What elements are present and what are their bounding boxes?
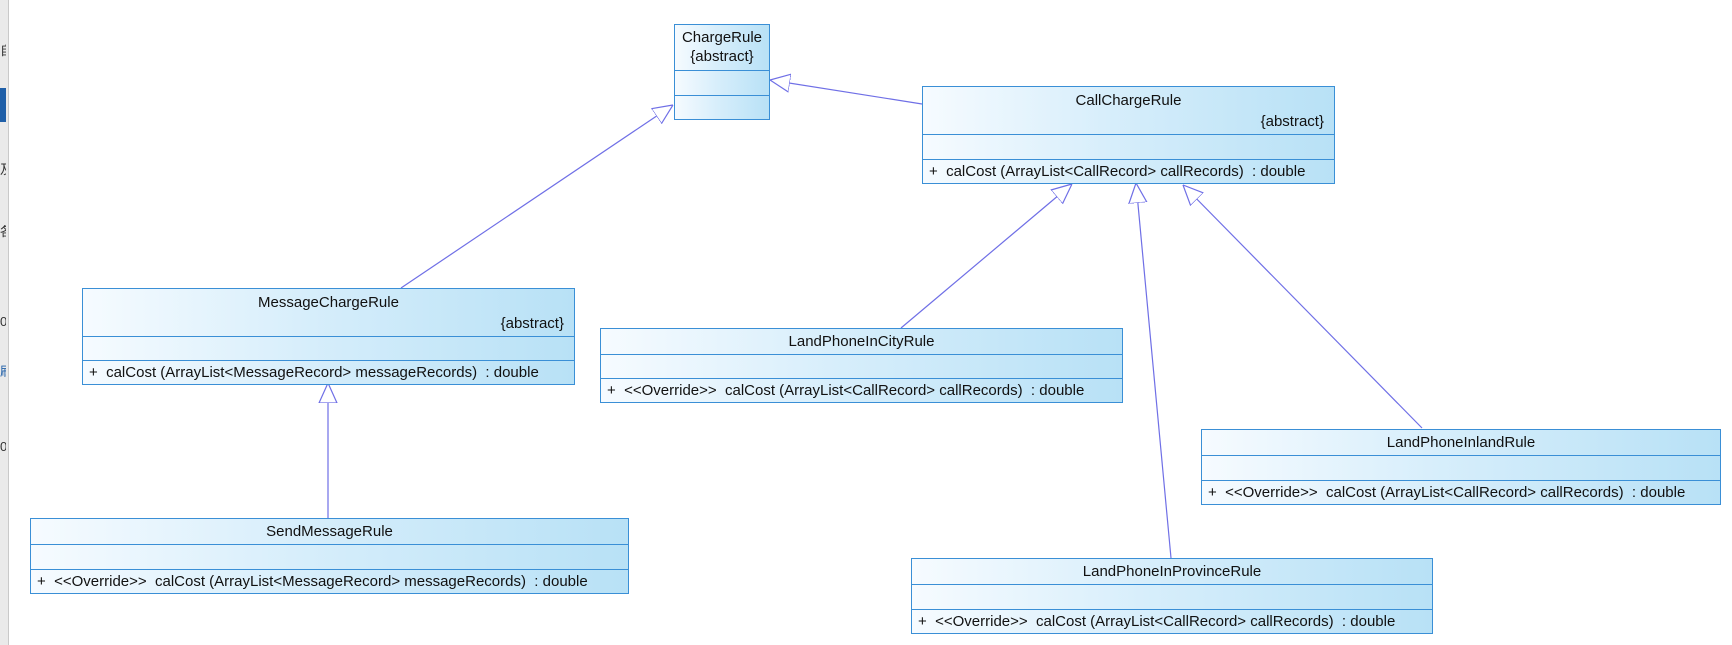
operations-compartment: + <<Override>> calCost (ArrayList<CallRe… bbox=[601, 378, 1122, 402]
operations-compartment: + calCost (ArrayList<MessageRecord> mess… bbox=[83, 360, 574, 384]
class-name: SendMessageRule bbox=[266, 523, 393, 540]
class-stereotype: {abstract} bbox=[1260, 113, 1324, 130]
class-landphoneincityrule[interactable]: LandPhoneInCityRule + <<Override>> calCo… bbox=[600, 328, 1123, 403]
operations-compartment bbox=[675, 95, 769, 119]
class-name: CallChargeRule bbox=[1075, 92, 1182, 109]
class-landphoneinprovincerule[interactable]: LandPhoneInProvinceRule + <<Override>> c… bbox=[911, 558, 1433, 634]
class-sendmessagerule[interactable]: SendMessageRule + <<Override>> calCost (… bbox=[30, 518, 629, 594]
attributes-compartment bbox=[923, 134, 1334, 159]
operation: + <<Override>> calCost (ArrayList<Messag… bbox=[37, 573, 588, 590]
edge-messagechargerule-to-chargerule bbox=[400, 105, 673, 289]
class-header: CallChargeRule {abstract} bbox=[923, 87, 1334, 134]
class-name: MessageChargeRule bbox=[258, 294, 399, 311]
class-header: MessageChargeRule {abstract} bbox=[83, 289, 574, 336]
class-header: LandPhoneInCityRule bbox=[601, 329, 1122, 354]
attributes-compartment bbox=[31, 544, 628, 569]
attributes-compartment bbox=[675, 70, 769, 95]
class-messagechargerule[interactable]: MessageChargeRule {abstract} + calCost (… bbox=[82, 288, 575, 385]
attributes-compartment bbox=[83, 336, 574, 360]
class-stereotype: {abstract} bbox=[690, 48, 754, 65]
operations-compartment: + <<Override>> calCost (ArrayList<CallRe… bbox=[912, 609, 1432, 633]
class-header: LandPhoneInProvinceRule bbox=[912, 559, 1432, 584]
operation: + <<Override>> calCost (ArrayList<CallRe… bbox=[607, 382, 1085, 399]
strip-glyph: 刷 bbox=[0, 365, 6, 379]
strip-glyph: 及 bbox=[0, 163, 6, 177]
strip-selected-block bbox=[0, 88, 6, 122]
edge-landphoneinlandrule-to-callchargerule bbox=[1183, 185, 1423, 429]
operations-compartment: + <<Override>> calCost (ArrayList<CallRe… bbox=[1202, 480, 1720, 504]
class-header: LandPhoneInlandRule bbox=[1202, 430, 1720, 455]
diagram-canvas[interactable]: ChargeRule {abstract} CallChargeRule {ab… bbox=[8, 0, 1732, 645]
class-name: ChargeRule bbox=[681, 29, 763, 46]
class-header: ChargeRule {abstract} bbox=[675, 25, 769, 70]
edge-landphoneincityrule-to-callchargerule bbox=[900, 184, 1072, 329]
class-name: LandPhoneInCityRule bbox=[788, 333, 935, 350]
class-name: LandPhoneInlandRule bbox=[1386, 434, 1536, 451]
strip-glyph: 0 bbox=[0, 440, 6, 454]
operation: + calCost (ArrayList<MessageRecord> mess… bbox=[89, 364, 539, 381]
class-chargerule[interactable]: ChargeRule {abstract} bbox=[674, 24, 770, 120]
class-stereotype: {abstract} bbox=[500, 315, 564, 332]
operations-compartment: + <<Override>> calCost (ArrayList<Messag… bbox=[31, 569, 628, 593]
operation: + calCost (ArrayList<CallRecord> callRec… bbox=[929, 163, 1306, 180]
attributes-compartment bbox=[601, 354, 1122, 378]
strip-glyph: 自 bbox=[0, 44, 6, 58]
strip-glyph: 0 bbox=[0, 315, 6, 329]
generalization-edges bbox=[8, 0, 1423, 559]
operations-compartment: + calCost (ArrayList<CallRecord> callRec… bbox=[923, 159, 1334, 183]
edge-callchargerule-to-chargerule bbox=[770, 80, 923, 105]
class-landphoneinlandrule[interactable]: LandPhoneInlandRule + <<Override>> calCo… bbox=[1201, 429, 1721, 505]
class-name: LandPhoneInProvinceRule bbox=[1082, 563, 1262, 580]
attributes-compartment bbox=[912, 584, 1432, 609]
strip-glyph: 各 bbox=[0, 225, 6, 239]
operation: + <<Override>> calCost (ArrayList<CallRe… bbox=[1208, 484, 1686, 501]
left-panel-edge: 自 及 各 0 刷 0 bbox=[0, 0, 9, 645]
edge-landphoneinprovincerule-to-callchargerule bbox=[1136, 183, 1172, 559]
class-header: SendMessageRule bbox=[31, 519, 628, 544]
operation: + <<Override>> calCost (ArrayList<CallRe… bbox=[918, 613, 1396, 630]
attributes-compartment bbox=[1202, 455, 1720, 480]
class-callchargerule[interactable]: CallChargeRule {abstract} + calCost (Arr… bbox=[922, 86, 1335, 184]
